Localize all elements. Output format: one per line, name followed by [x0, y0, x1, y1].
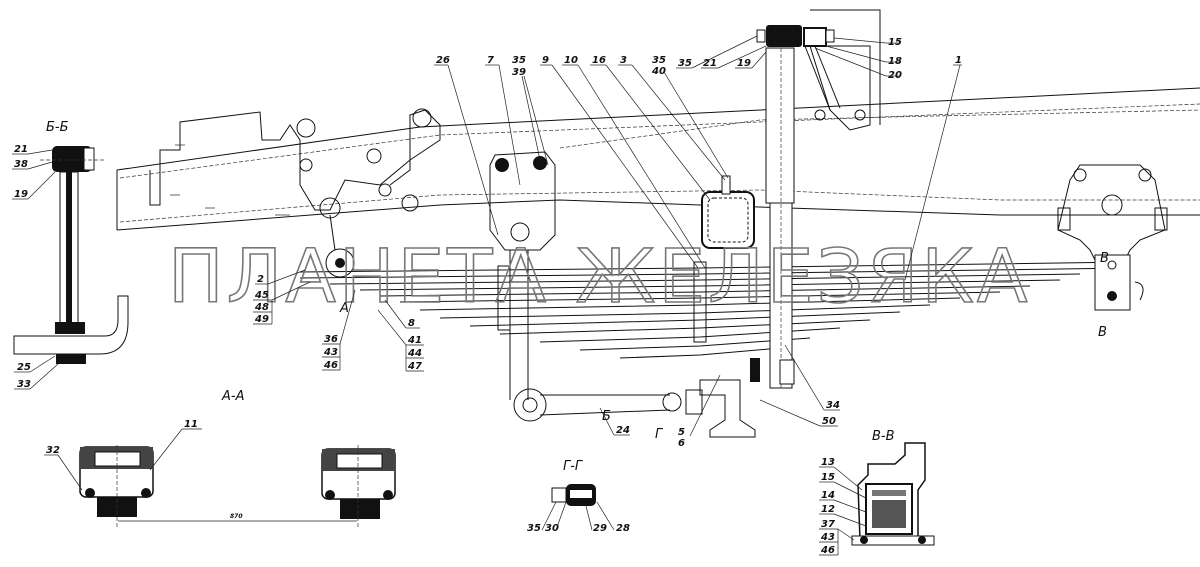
- front-spring-bracket: [149, 108, 441, 278]
- callouts-front: 2 45 48 49 36 43 46 8 41 44 47: [253, 269, 424, 372]
- callout-33: 33: [17, 379, 31, 390]
- section-g-g-view: Г-Г 35 30 29 28: [527, 459, 630, 534]
- section-title-g-g: Г-Г: [563, 459, 584, 474]
- callout-21: 21: [14, 144, 28, 155]
- callout-6: 6: [678, 438, 685, 449]
- callout-38: 38: [14, 159, 28, 170]
- callout-35-bumpstop: 35: [652, 55, 666, 66]
- a-a-left-bushing: [79, 446, 154, 517]
- callout-36: 36: [324, 334, 338, 345]
- callout-11: 11: [184, 419, 198, 430]
- callout-1: 1: [955, 55, 962, 66]
- callout-32: 32: [46, 445, 60, 456]
- section-a-a-view: А-А 870 32 11: [44, 389, 396, 528]
- axle-beam: [699, 379, 756, 438]
- callout-48: 48: [254, 302, 269, 313]
- frame-rail: [116, 87, 1200, 231]
- callout-5: 5: [678, 427, 685, 438]
- callout-7: 7: [487, 55, 494, 66]
- dimension-870: 870: [230, 513, 243, 520]
- a-a-right-bushing: [321, 448, 396, 519]
- callout-37: 37: [821, 519, 835, 530]
- callout-gg-35: 35: [527, 523, 541, 534]
- torque-rod: [539, 394, 671, 416]
- section-mark-v-top: В: [1100, 251, 1109, 266]
- callout-47: 47: [407, 361, 422, 372]
- section-title-a-a: А-А: [221, 389, 244, 404]
- rear-spring-bracket: [1057, 164, 1168, 311]
- callout-24: 24: [616, 425, 630, 436]
- torque-rod-eye: [513, 388, 547, 422]
- callout-vv-15: 15: [821, 472, 835, 483]
- callout-15: 15: [888, 37, 902, 48]
- callout-35-bracket: 35: [512, 55, 526, 66]
- callout-14: 14: [821, 490, 835, 501]
- section-mark-v-bottom: В: [1098, 325, 1107, 340]
- callout-16: 16: [592, 55, 606, 66]
- callout-49: 49: [254, 314, 269, 325]
- callout-28: 28: [616, 523, 630, 534]
- section-mark-a: А: [339, 301, 349, 316]
- watermark: ПЛАНЕТА ЖЕЛЕЗЯКА: [168, 234, 1031, 320]
- lower-bushing-bottom: [56, 354, 86, 364]
- section-b-b-view: Б-Б 21 38 19 25 33: [12, 120, 129, 390]
- bump-stop: [701, 175, 755, 249]
- callout-20: 20: [888, 70, 902, 81]
- callout-vv-43: 43: [820, 532, 835, 543]
- callouts-top: 26 7 35 39 9 10 16 3 35 40 35 21 19 15 1…: [434, 35, 962, 281]
- callout-29: 29: [593, 523, 607, 534]
- callout-18: 18: [888, 56, 902, 67]
- callout-9: 9: [542, 55, 549, 66]
- callout-21: 21: [703, 58, 717, 69]
- section-v-v-view: В-В 13 15 14 12 37 43 46: [819, 429, 935, 556]
- callout-13: 13: [821, 457, 835, 468]
- callout-39: 39: [512, 67, 526, 78]
- callout-19: 19: [737, 58, 751, 69]
- callout-19: 19: [14, 189, 28, 200]
- section-mark-g: Г: [655, 427, 664, 442]
- callout-8: 8: [408, 318, 415, 329]
- upper-nut: [83, 147, 95, 171]
- callout-50: 50: [822, 416, 836, 427]
- lower-bushing-top: [55, 322, 85, 334]
- callout-34: 34: [826, 400, 840, 411]
- callout-44: 44: [407, 348, 422, 359]
- callout-12: 12: [821, 504, 835, 515]
- section-mark-b: Б: [602, 409, 611, 424]
- section-title-b-b: Б-Б: [46, 120, 69, 135]
- upper-shock-bracket: [809, 45, 871, 131]
- callout-3: 3: [620, 55, 627, 66]
- callout-40: 40: [651, 66, 666, 77]
- callout-vv-46: 46: [820, 545, 835, 556]
- callout-41: 41: [407, 335, 422, 346]
- callout-26: 26: [436, 55, 450, 66]
- upper-bushing: [52, 146, 92, 172]
- shock-upper-bushing: [766, 25, 802, 47]
- front-eye: [325, 248, 355, 278]
- callout-46: 46: [323, 360, 338, 371]
- callout-25: 25: [17, 362, 31, 373]
- shock-absorber: [750, 9, 881, 389]
- callouts-axle: 24 5 6 50 34: [599, 344, 840, 449]
- leaf-spring-pack: [299, 255, 1131, 359]
- callout-43: 43: [323, 347, 338, 358]
- callout-10: 10: [564, 55, 578, 66]
- callout-35-shock: 35: [678, 58, 692, 69]
- callout-2: 2: [257, 274, 264, 285]
- callout-45: 45: [254, 290, 269, 301]
- stabilizer-bar: [13, 295, 129, 355]
- callout-30: 30: [545, 523, 559, 534]
- section-title-v-v: В-В: [872, 429, 895, 444]
- center-bracket: [489, 151, 756, 438]
